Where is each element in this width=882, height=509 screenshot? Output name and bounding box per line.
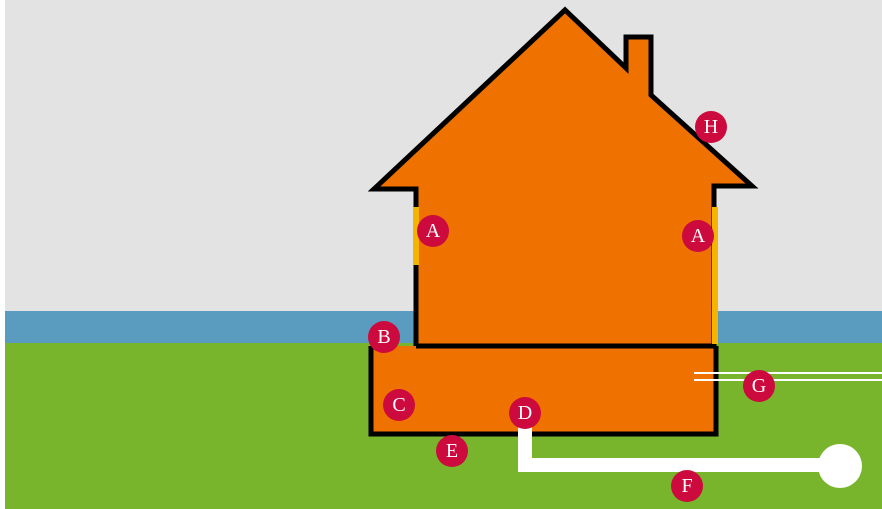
svg-text:F: F (681, 475, 692, 497)
marker-b: B (368, 321, 400, 353)
svg-text:A: A (691, 225, 706, 247)
marker-f: F (671, 470, 703, 502)
svg-text:A: A (426, 220, 441, 242)
svg-text:E: E (446, 440, 458, 462)
wall-gap-left (413, 207, 419, 265)
drain-pipe (518, 425, 820, 472)
marker-d: D (509, 397, 541, 429)
svg-text:G: G (752, 375, 766, 397)
marker-a-left: A (417, 215, 449, 247)
drain-well (818, 444, 862, 488)
house-outline (367, 6, 759, 346)
marker-a-right: A (682, 220, 714, 252)
svg-text:H: H (704, 116, 718, 138)
house-body (374, 10, 752, 346)
marker-g: G (743, 370, 775, 402)
marker-c: C (383, 389, 415, 421)
svg-text:D: D (518, 402, 532, 424)
svg-text:C: C (392, 394, 405, 416)
marker-e: E (436, 435, 468, 467)
basement-outline (368, 343, 719, 437)
svg-text:B: B (377, 326, 390, 348)
basement (371, 346, 716, 434)
wall-gap-right (712, 207, 718, 344)
marker-h: H (695, 111, 727, 143)
